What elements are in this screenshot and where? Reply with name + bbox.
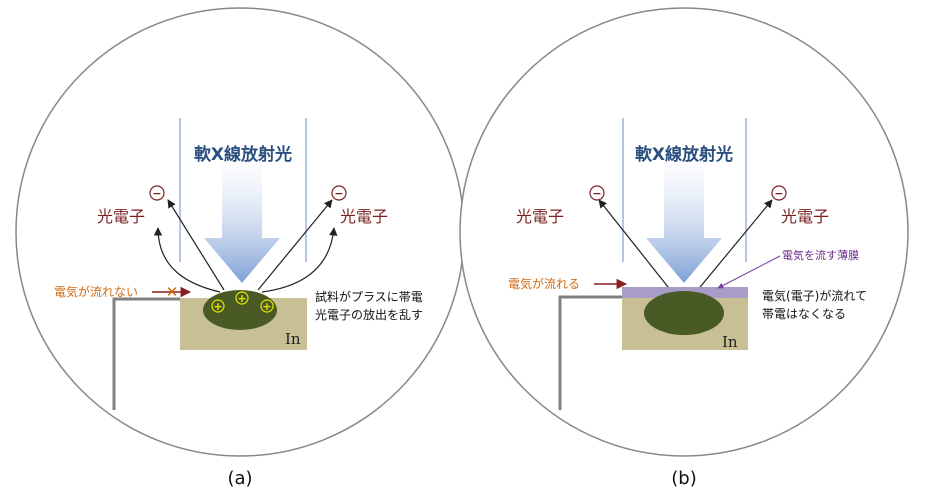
substrate-label: In bbox=[285, 330, 301, 348]
substrate-label: In bbox=[722, 333, 738, 351]
electron-path-right-straight bbox=[257, 199, 333, 291]
positive-charge-3: + bbox=[260, 299, 274, 313]
svg-text:+: + bbox=[237, 292, 246, 305]
electron-symbol-right: − bbox=[771, 185, 787, 201]
svg-text:−: − bbox=[592, 187, 601, 200]
electron-symbol-right: − bbox=[331, 185, 347, 201]
beam-label: 軟X線放射光 bbox=[194, 144, 292, 165]
sample bbox=[203, 290, 277, 330]
beam-label: 軟X線放射光 bbox=[635, 144, 733, 165]
svg-text:+: + bbox=[213, 300, 222, 313]
panel-caption: (a) bbox=[227, 468, 252, 489]
x-ray-beam-arrow bbox=[646, 150, 722, 283]
electron-path-left-straight bbox=[167, 199, 225, 291]
note-line-2: 帯電はなくなる bbox=[762, 307, 846, 321]
note-line-1: 試料がプラスに帯電 bbox=[315, 289, 423, 304]
blocked-mark: ✕ bbox=[166, 283, 179, 301]
panel-b: 軟X線放射光 − − 光電子 光電子 In 電気が流れる 電気を流す薄膜 電気(… bbox=[459, 7, 909, 489]
positive-charge-2: + bbox=[235, 291, 249, 305]
panel-a: 軟X線放射光 − − 光電子 光電子 In + + bbox=[15, 7, 465, 489]
wire-label: 電気が流れる bbox=[508, 276, 580, 291]
note-line-1: 電気(電子)が流れて bbox=[762, 288, 867, 303]
panel-caption: (b) bbox=[671, 468, 696, 489]
electron-path-left bbox=[598, 199, 673, 293]
electron-path-left-curved bbox=[153, 227, 221, 293]
svg-text:−: − bbox=[334, 187, 343, 200]
electron-path-right bbox=[695, 199, 773, 293]
svg-text:+: + bbox=[262, 300, 271, 313]
positive-charge-1: + bbox=[211, 299, 225, 313]
note-line-2: 光電子の放出を乱す bbox=[315, 307, 423, 322]
electron-path-right-curved bbox=[261, 227, 338, 293]
photoelectron-label-right: 光電子 bbox=[340, 207, 388, 226]
photoelectron-label-right: 光電子 bbox=[781, 207, 829, 226]
film-pointer bbox=[717, 255, 781, 289]
ground-wire bbox=[558, 295, 622, 410]
x-ray-beam-arrow bbox=[204, 150, 280, 283]
ground-wire bbox=[112, 297, 180, 410]
sample bbox=[644, 291, 724, 335]
svg-text:−: − bbox=[152, 187, 161, 200]
photoelectron-label-left: 光電子 bbox=[97, 207, 145, 226]
film-label: 電気を流す薄膜 bbox=[782, 248, 859, 262]
svg-text:−: − bbox=[774, 187, 783, 200]
photoelectron-label-left: 光電子 bbox=[516, 207, 564, 226]
electron-symbol-left: − bbox=[589, 185, 605, 201]
wire-label: 電気が流れない bbox=[54, 284, 138, 299]
electron-symbol-left: − bbox=[149, 185, 165, 201]
